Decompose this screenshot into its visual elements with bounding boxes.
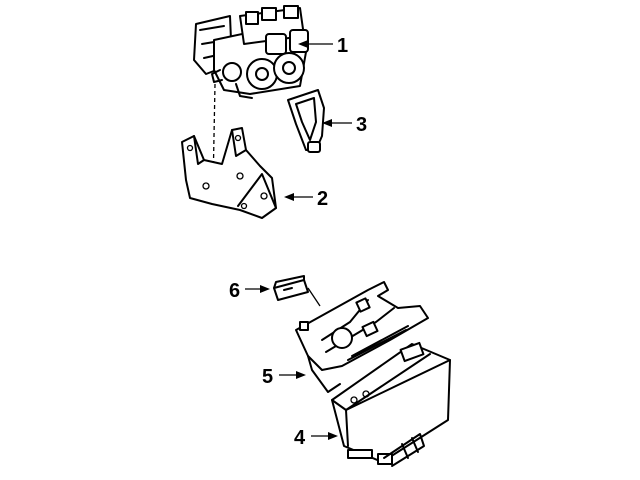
callout-3: 3 (356, 114, 367, 136)
callout-6: 6 (229, 280, 240, 302)
part-3-bracket (287, 89, 325, 153)
relay-leader (307, 287, 321, 307)
callout-5: 5 (262, 366, 273, 388)
callout-1: 1 (337, 35, 348, 57)
callout-2: 2 (317, 188, 328, 210)
callout-4: 4 (294, 427, 306, 449)
part-2-mounting-bracket (181, 127, 277, 219)
part-4-control-module (331, 341, 451, 467)
part-5-module-bracket (295, 281, 429, 393)
part-6-relay (273, 275, 309, 301)
callout-arrows (245, 40, 352, 440)
part-1-hydraulic-unit (193, 5, 309, 99)
